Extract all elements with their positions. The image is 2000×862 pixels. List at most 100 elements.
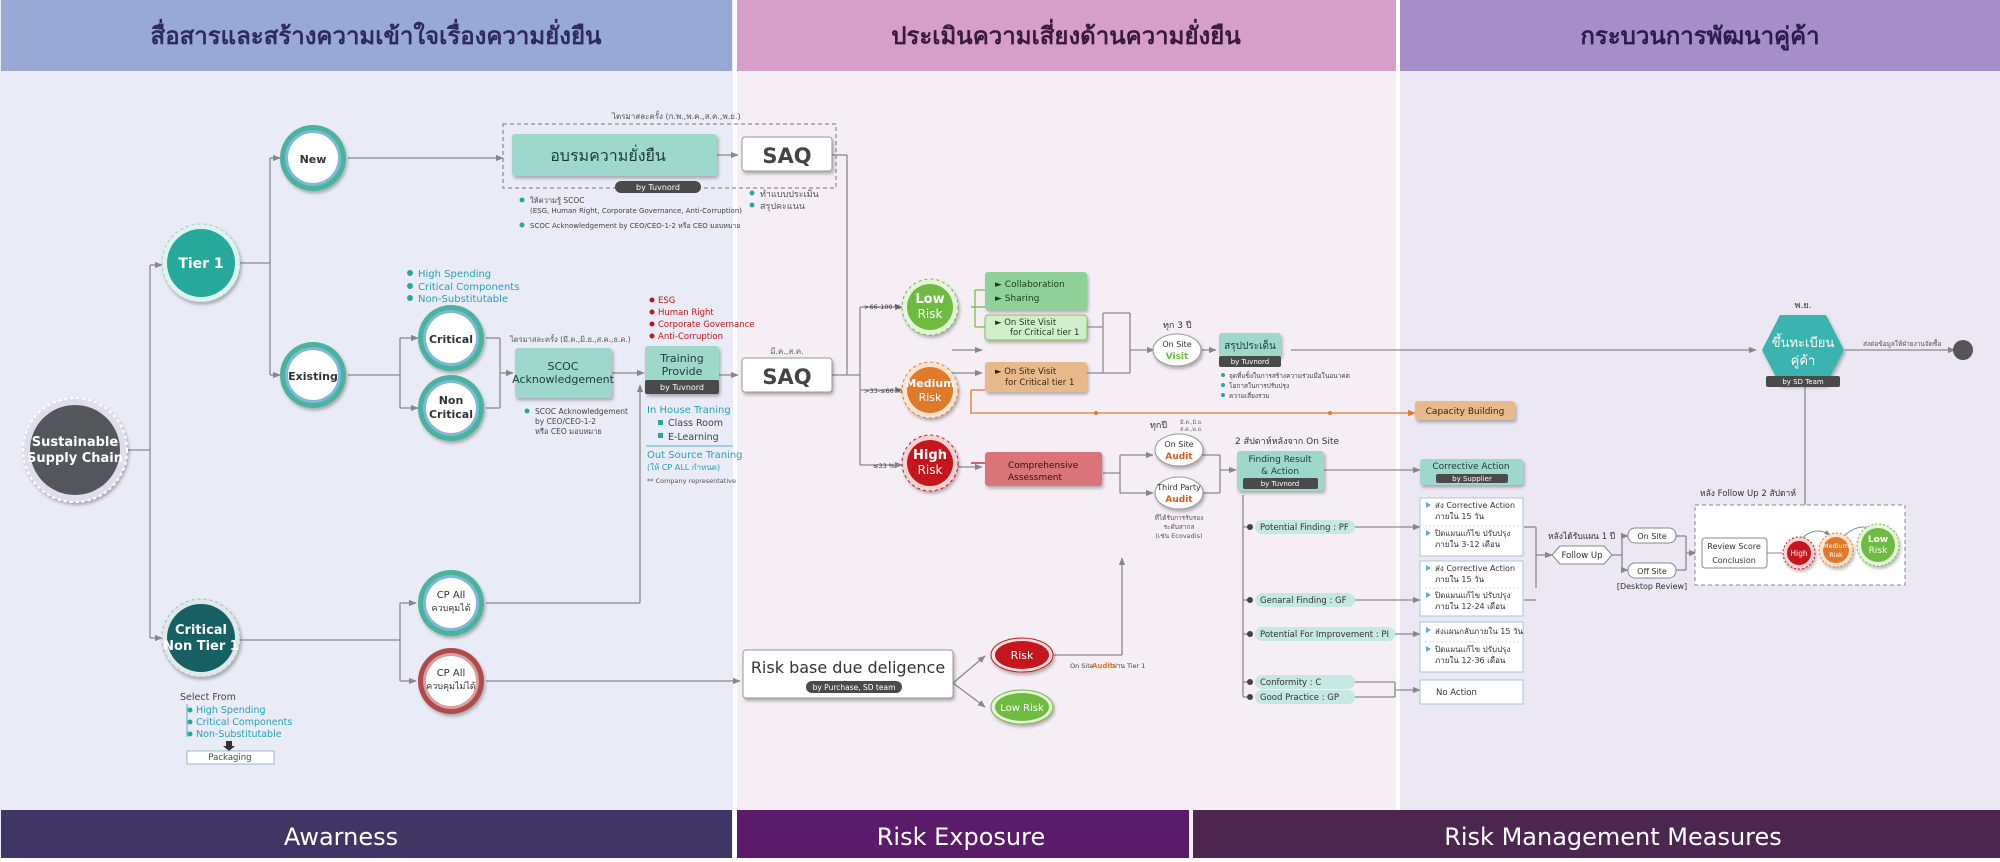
tp-note: (เช่น Ecovadis) xyxy=(1155,532,1202,540)
high-risk-line1: High xyxy=(913,448,947,463)
select-from-label: Select From xyxy=(180,692,236,703)
fr-by-badge xyxy=(1243,478,1318,489)
training-by: by Tuvnord xyxy=(636,183,680,192)
rbdd-low-risk-oval xyxy=(990,689,1054,725)
summary-by-badge xyxy=(1219,356,1281,367)
scoc-line1: SCOC xyxy=(547,360,578,373)
packaging-box xyxy=(186,750,275,765)
bullet-icon xyxy=(519,222,525,228)
node-cp-uncontrollable xyxy=(418,648,484,714)
training-bullet-2: SCOC Acknowledgement by CEO/CEO-1-2 หรือ… xyxy=(530,222,741,230)
footer-risk-exposure: Risk Exposure xyxy=(737,810,1189,858)
critical-nt-line2: Non Tier 1 xyxy=(163,639,239,654)
saq-title-mid: SAQ xyxy=(762,365,811,389)
pct-medium: >33-≤66 % xyxy=(864,387,902,395)
bullet-icon xyxy=(749,190,755,196)
critical-label: Critical xyxy=(429,333,473,346)
low-risk-line2: Risk xyxy=(918,307,943,321)
sharing-label: ► Sharing xyxy=(995,294,1039,304)
off-site-label: Off Site xyxy=(1637,567,1667,576)
pct-high: ≤33 % xyxy=(873,462,895,470)
findings-list: Potential Finding : PF Genaral Finding :… xyxy=(1247,520,1395,704)
onsite-med-line1: ► On Site Visit xyxy=(995,367,1057,377)
finding-c: Conformity : C xyxy=(1260,678,1321,688)
pf-b1: ปิดแผนแก้ไข ปรับปรุง xyxy=(1434,529,1510,538)
header-risk: ประเมินความเสี่ยงด้านความยั่งยืน xyxy=(737,0,1396,71)
low-risk-line1: Low xyxy=(915,292,944,307)
cp-ctrl-line2: ควบคุมได้ xyxy=(431,603,470,614)
on-site-pill xyxy=(1627,527,1677,544)
bullet-icon xyxy=(1221,373,1225,377)
inhouse-label: In House Traning xyxy=(647,405,731,416)
send-info-label: ส่งต่อข้อมูลให้ฝ่ายงานจัดซื้อ xyxy=(1863,339,1941,348)
dot-icon xyxy=(1094,411,1098,415)
audit-line2: Audit xyxy=(1165,452,1193,462)
months-2: ส.ค.,พ.ย. xyxy=(1180,426,1203,433)
bullet-icon xyxy=(519,197,525,203)
training-bullet-1b: (ESG, Human Right, Corporate Governance,… xyxy=(530,207,742,215)
cp-nctrl-line1: CP All xyxy=(437,668,466,679)
non-critical-line2: Critical xyxy=(429,408,473,421)
outsource-label: Out Source Traning xyxy=(647,450,743,461)
root-label-line1: Sustainable xyxy=(32,435,119,450)
review-low-circle xyxy=(1856,523,1900,567)
medium-risk-line1: Medium xyxy=(905,377,954,390)
reg-by: by SD Team xyxy=(1782,378,1824,386)
pi-b1: ปิดแผนแก้ไข ปรับปรุง xyxy=(1434,645,1510,654)
esg-list: ESG Human Right Corporate Governance Ant… xyxy=(649,296,754,342)
new-label: New xyxy=(300,153,327,166)
gf-b2: ภายใน 12-24 เดือน xyxy=(1435,602,1506,611)
bullet-icon xyxy=(187,719,193,725)
header-development: กระบวนการพัฒนาคู่ค้า xyxy=(1400,0,2000,71)
pct-low: >66-100 % xyxy=(864,303,901,311)
bullet-icon xyxy=(187,731,193,737)
crit-item: Non-Substitutable xyxy=(418,294,508,305)
ca-by-badge xyxy=(1436,474,1508,483)
tp-line1: Training xyxy=(659,352,703,365)
visit-line1: On Site xyxy=(1162,340,1191,349)
scoc-note1: SCOC Acknowledgement xyxy=(535,407,628,416)
follow-up-node xyxy=(1551,545,1613,565)
onsite-low-line2: for Critical tier 1 xyxy=(1010,328,1079,338)
footer-risk-exposure-label: Risk Exposure xyxy=(877,823,1045,851)
review-high-circle xyxy=(1782,536,1816,570)
comprehensive-box xyxy=(985,452,1102,486)
gf-action-box xyxy=(1419,560,1524,617)
review-line1: Review Score xyxy=(1707,542,1761,551)
esg-item: ESG xyxy=(658,296,675,306)
tp-note: ที่ได้รับการรับรอง xyxy=(1155,513,1204,522)
cp-ctrl-line1: CP All xyxy=(437,590,466,601)
footer-awareness: Awarness xyxy=(1,810,732,858)
rbdd-risk-oval xyxy=(990,637,1054,673)
company-rep-note: ** Company representative xyxy=(647,477,736,485)
no-action-box xyxy=(1419,679,1524,705)
every-year: ทุกปี xyxy=(1150,420,1167,431)
esg-item: Corporate Governance xyxy=(658,320,754,330)
awareness-connectors xyxy=(123,151,741,685)
rbdd-by: by Purchase, SD team xyxy=(813,683,896,692)
node-new xyxy=(280,125,346,191)
pi-action-box xyxy=(1419,621,1524,673)
footer-awareness-label: Awarness xyxy=(284,823,398,851)
rbdd-by-badge xyxy=(806,681,902,693)
months-1: มี.ค.,มิ.ย. xyxy=(1180,419,1204,426)
gf-a2: ภายใน 15 วัน xyxy=(1435,575,1485,584)
fr-line2: & Action xyxy=(1261,467,1299,477)
reg-line1: ขึ้นทะเบียน xyxy=(1772,333,1835,351)
training-bullet-1: ให้ความรู้ SCOC xyxy=(530,196,585,205)
summary-bullet: โอกาสในการปรับปรุง xyxy=(1229,382,1289,390)
follow-up-label: Follow Up xyxy=(1562,551,1603,561)
summary-title: สรุปประเด็น xyxy=(1224,338,1276,352)
dot-icon xyxy=(1328,411,1332,415)
footer-risk-management-label: Risk Management Measures xyxy=(1444,823,1782,851)
node-cp-controllable xyxy=(418,570,484,636)
may-label: พ.ย. xyxy=(1795,301,1812,311)
inhouse-item: E-Learning xyxy=(668,432,719,443)
low-risk-circle xyxy=(901,278,959,336)
onsite-medium-box xyxy=(985,362,1087,392)
after-plan-label: หลังได้รับแผน 1 ปี xyxy=(1548,531,1615,542)
scoc-line2: Acknowledgement xyxy=(512,373,614,386)
critical-criteria-list: High Spending Critical Components Non-Su… xyxy=(407,269,519,305)
review-line2: Conclusion xyxy=(1712,556,1756,565)
